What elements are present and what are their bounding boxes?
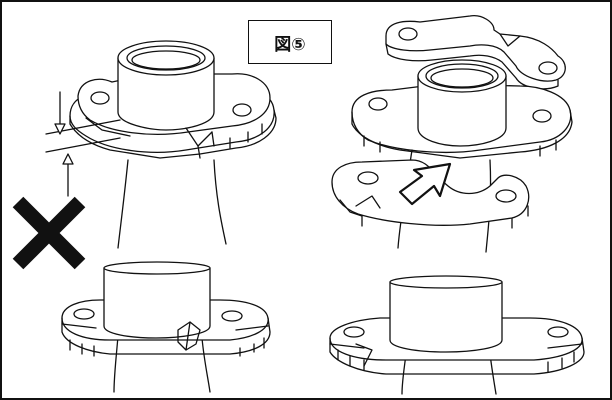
misaligned-flange-assembly: [45, 40, 277, 249]
exploded-flange-assembly: [331, 15, 573, 253]
cross-mark-icon: [12, 196, 86, 270]
incorrect-seated-flange: [61, 261, 271, 393]
figure-label: 図⑤: [248, 20, 332, 64]
correct-seated-flange: [329, 275, 585, 395]
